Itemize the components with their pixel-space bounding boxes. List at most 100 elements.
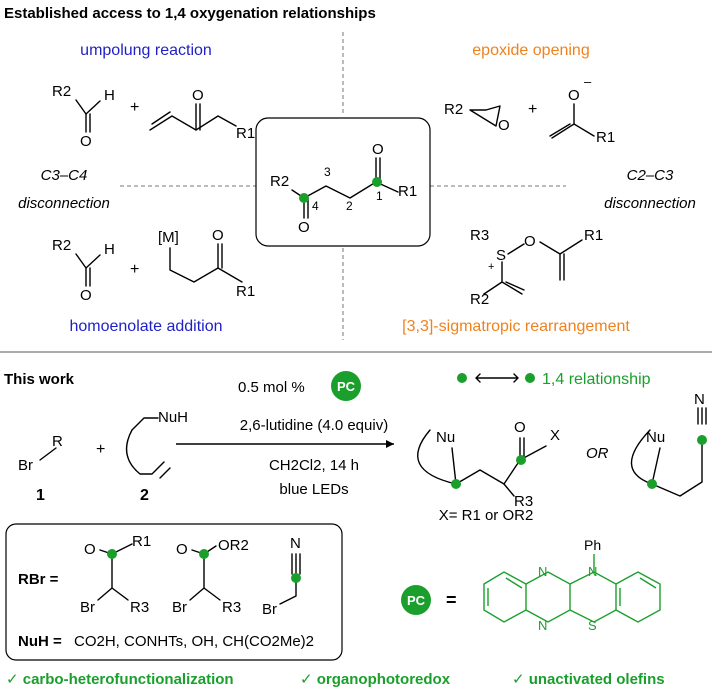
- svg-text:R2: R2: [270, 173, 289, 190]
- product-nitrile-structure: Nu N: [630, 391, 707, 497]
- plus-sign: +: [96, 441, 105, 458]
- svg-text:O: O: [176, 541, 188, 558]
- homoenolate-label: homoenolate addition: [69, 318, 222, 335]
- svg-text:–: –: [584, 74, 592, 89]
- epoxide-structure: R2 O: [444, 101, 510, 134]
- svg-text:Br: Br: [172, 599, 187, 616]
- svg-text:1,4 relationship: 1,4 relationship: [542, 371, 651, 388]
- rbr-ester-structure: O OR2 Br R3: [172, 537, 249, 616]
- scheme-title: Established access to 1,4 oxygenation re…: [4, 5, 376, 22]
- svg-text:R1: R1: [584, 227, 603, 244]
- relationship-legend: 1,4 relationship: [457, 371, 651, 388]
- svg-text:1: 1: [376, 189, 383, 203]
- right-disconnection-label: disconnection: [604, 195, 696, 212]
- nuh-label: NuH =: [18, 633, 62, 650]
- plus-sign: +: [130, 99, 139, 116]
- svg-text:R1: R1: [236, 283, 255, 300]
- svg-text:O: O: [212, 227, 224, 244]
- rbr-nitrile-structure: N Br: [262, 535, 301, 618]
- product-carbonyl-structure: Nu O X R3: [417, 419, 560, 510]
- svg-text:R3: R3: [130, 599, 149, 616]
- reagent-scope-box: [5, 523, 343, 661]
- enolate-structure: O – R1: [549, 74, 615, 146]
- feature-unactivated-olefins: ✓ unactivated olefins: [512, 671, 665, 688]
- svg-text:O: O: [80, 287, 92, 304]
- svg-text:2: 2: [346, 199, 353, 213]
- homoenolate-structure: [M] O R1: [158, 227, 255, 300]
- svg-text:H: H: [104, 241, 115, 258]
- feature-carbo-heterofunctionalization: ✓ carbo-heterofunctionalization: [6, 671, 234, 688]
- svg-text:OR2: OR2: [218, 537, 249, 554]
- substrate-2-label: 2: [140, 487, 149, 504]
- sulfonium-structure: R3 S + O R1 R2: [470, 227, 603, 308]
- svg-text:R3: R3: [514, 493, 533, 510]
- pc-catalyst-badge-text: PC: [407, 593, 426, 608]
- svg-text:NuH: NuH: [158, 409, 188, 426]
- svg-text:Br: Br: [18, 457, 33, 474]
- rbr-label: RBr =: [18, 571, 59, 588]
- central-1-4-dicarbonyl: R2 O O R1 4 3 2 1: [270, 141, 417, 236]
- left-disconnection-label: disconnection: [18, 195, 110, 212]
- pc-badge: [331, 371, 361, 401]
- svg-text:S: S: [588, 618, 597, 633]
- aldehyde-structure-bottom: R2 H O: [52, 237, 115, 304]
- svg-text:Br: Br: [262, 601, 277, 618]
- svg-text:R2: R2: [444, 101, 463, 118]
- svg-text:O: O: [524, 233, 536, 250]
- epoxide-label: epoxide opening: [472, 42, 589, 59]
- svg-text:[M]: [M]: [158, 229, 179, 246]
- base-conditions: 2,6-lutidine (4.0 equiv): [240, 417, 388, 434]
- substrate-1-label: 1: [36, 487, 45, 504]
- svg-text:Br: Br: [80, 599, 95, 616]
- svg-text:R1: R1: [398, 183, 417, 200]
- catalyst-loading: 0.5 mol %: [238, 379, 305, 396]
- enone-structure: O R1: [149, 87, 255, 142]
- light-conditions: blue LEDs: [279, 481, 348, 498]
- svg-text:4: 4: [312, 199, 319, 213]
- left-bond-label: C3–C4: [41, 167, 88, 184]
- pc-badge-text: PC: [337, 379, 356, 394]
- svg-text:N: N: [588, 564, 597, 579]
- svg-text:R3: R3: [222, 599, 241, 616]
- phenazine-catalyst-structure: N N N S Ph: [483, 537, 661, 633]
- umpolung-label: umpolung reaction: [80, 42, 212, 59]
- or-word: OR: [586, 445, 609, 462]
- svg-text:R1: R1: [132, 533, 151, 550]
- central-product-box: [255, 117, 431, 247]
- svg-text:O: O: [498, 117, 510, 134]
- svg-text:N: N: [538, 564, 547, 579]
- sigmatropic-label: [3,3]-sigmatropic rearrangement: [402, 318, 630, 335]
- alkene-nucleophile-structure: NuH: [125, 409, 188, 479]
- r-label: R: [52, 433, 63, 450]
- svg-text:O: O: [298, 219, 310, 236]
- this-work-heading: This work: [4, 371, 75, 388]
- solvent-conditions: CH2Cl2, 14 h: [269, 457, 359, 474]
- svg-text:3: 3: [324, 165, 331, 179]
- reaction-arrowhead: [386, 440, 394, 448]
- x-definition: X= R1 or OR2: [439, 507, 534, 524]
- svg-text:O: O: [514, 419, 526, 436]
- svg-text:R2: R2: [470, 291, 489, 308]
- svg-text:N: N: [538, 618, 547, 633]
- svg-text:Ph: Ph: [584, 537, 601, 553]
- pc-catalyst-badge: [401, 585, 431, 615]
- aldehyde-structure-top: R2 H O: [52, 83, 115, 150]
- plus-sign: +: [528, 101, 537, 118]
- svg-text:O: O: [568, 87, 580, 104]
- svg-text:O: O: [372, 141, 384, 158]
- svg-text:Nu: Nu: [646, 429, 665, 446]
- catalyst-equals: =: [446, 590, 457, 610]
- svg-text:R3: R3: [470, 227, 489, 244]
- right-bond-label: C2–C3: [627, 167, 674, 184]
- svg-text:R1: R1: [596, 129, 615, 146]
- svg-text:X: X: [550, 427, 560, 444]
- rbr-ketone-structure: O R1 Br R3: [80, 533, 151, 616]
- svg-text:S: S: [496, 247, 506, 264]
- svg-text:+: +: [488, 261, 494, 273]
- svg-text:R2: R2: [52, 237, 71, 254]
- svg-text:O: O: [80, 133, 92, 150]
- alkyl-bromide-structure: Br R1: [18, 447, 57, 474]
- svg-text:O: O: [84, 541, 96, 558]
- svg-text:N: N: [694, 391, 705, 408]
